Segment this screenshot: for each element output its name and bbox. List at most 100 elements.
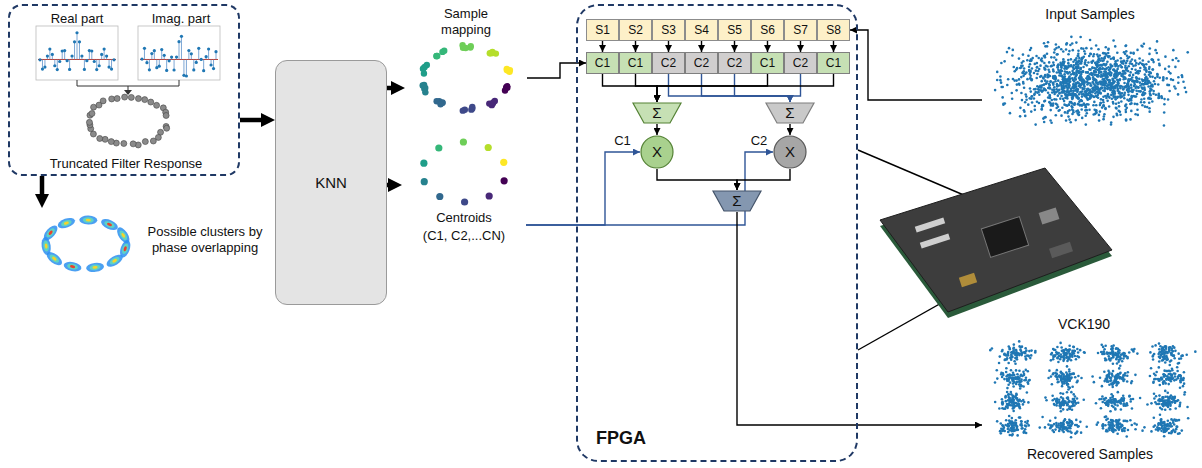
node-text: Truncated Filter Response — [24, 156, 228, 172]
node-text: S5 — [727, 23, 742, 37]
signal-wire — [800, 41, 801, 52]
cluster-register: C1 — [817, 52, 850, 74]
fpga-region: FPGAS1S2S3S4S5S6S7S8C1C1C2C2C2C1C2C1ΣΣXX… — [576, 4, 858, 462]
signal-wire — [657, 169, 737, 190]
node-text: C2 — [793, 56, 808, 70]
signal-wire — [850, 30, 982, 100]
node-text: FPGA — [596, 428, 686, 450]
signal-wire — [737, 212, 982, 425]
cluster-register: C1 — [619, 52, 652, 74]
adder-trapezoid: Σ — [712, 190, 762, 212]
node-text: Centroids — [402, 210, 526, 226]
recovered-scatter — [989, 340, 1197, 439]
cluster-register: C2 — [652, 52, 685, 74]
cluster-heatmap — [38, 212, 135, 276]
wire-label: C2 — [749, 134, 770, 149]
signal-wire — [701, 41, 702, 52]
cluster-register: C2 — [784, 52, 817, 74]
cluster-figure: Possible clusters by phase overlapping — [35, 208, 272, 280]
cluster-register: C2 — [718, 52, 751, 74]
node-text: C1 — [760, 56, 775, 70]
signal-wire — [635, 41, 636, 52]
signal-wire — [790, 74, 801, 102]
signal-wire — [526, 152, 640, 225]
node-text: Real part — [32, 11, 122, 27]
adder-trapezoid: Σ — [632, 102, 682, 124]
filter-response-scatter — [86, 94, 169, 148]
flow-arrow — [387, 183, 392, 188]
input-scatter — [994, 36, 1189, 127]
node-text: Input Samples — [982, 6, 1198, 23]
signal-wire — [656, 124, 657, 135]
merge-arrow — [77, 80, 179, 95]
node-text: Sample mapping — [421, 6, 511, 37]
mapping-figure: Sample mapping — [405, 4, 527, 118]
node-text: C2 — [727, 56, 742, 70]
board-label: VCK190 — [1058, 316, 1110, 333]
sample-mapping-scatter — [419, 42, 513, 114]
cluster-register: C1 — [751, 52, 784, 74]
node-text: S3 — [661, 23, 676, 37]
signal-wire — [669, 74, 791, 102]
node-text: Σ — [785, 104, 794, 122]
flow-arrow — [40, 176, 45, 198]
centroid-figure: Centroids (C1, C2,...CN) — [402, 134, 526, 252]
input-figure: Input Samples — [982, 4, 1198, 134]
node-text: KNN — [315, 174, 347, 192]
signal-wire — [833, 41, 834, 52]
signal-wire — [602, 41, 603, 52]
cluster-register: C1 — [586, 52, 619, 74]
stem-plot — [36, 26, 118, 80]
signal-wire — [767, 41, 768, 52]
node-text: C2 — [661, 56, 676, 70]
input-panel: Real part Imag. partTruncated Filter Resp… — [8, 4, 240, 176]
node-text: Imag. part — [140, 11, 222, 27]
signal-wire — [668, 41, 669, 52]
sample-register: S2 — [619, 19, 652, 41]
node-text: Σ — [732, 192, 741, 210]
signal-wire — [737, 169, 790, 190]
node-text: (C1, C2,...CN) — [402, 228, 526, 244]
board-picture — [880, 168, 1112, 318]
wire-label: C1 — [612, 134, 633, 149]
sample-register: S5 — [718, 19, 751, 41]
cluster-register: C2 — [685, 52, 718, 74]
flow-arrow — [387, 86, 395, 91]
signal-wire — [702, 74, 791, 102]
node-text: S7 — [793, 23, 808, 37]
node-text: X — [652, 143, 662, 161]
node-text: C1 — [826, 56, 841, 70]
node-text: S8 — [826, 23, 841, 37]
sample-register: S3 — [652, 19, 685, 41]
node-text: S1 — [595, 23, 610, 37]
node-text: X — [785, 143, 795, 161]
stem-plot — [138, 26, 220, 80]
signal-wire — [657, 74, 768, 102]
multiplier-circle: X — [640, 135, 674, 169]
signal-wire — [603, 74, 658, 102]
sample-register: S8 — [817, 19, 850, 41]
node-text: S2 — [628, 23, 643, 37]
flow-arrow — [240, 118, 265, 123]
node-text: S6 — [760, 23, 775, 37]
node-text: S4 — [694, 23, 709, 37]
node-text: C1 — [628, 56, 643, 70]
node-text: Possible clusters by phase overlapping — [141, 224, 269, 255]
node-text: C2 — [694, 56, 709, 70]
signal-wire — [735, 74, 791, 102]
sample-register: S6 — [751, 19, 784, 41]
multiplier-circle: X — [773, 135, 807, 169]
sample-register: S4 — [685, 19, 718, 41]
sample-register: S7 — [784, 19, 817, 41]
node-text: C1 — [595, 56, 610, 70]
signal-wire — [657, 74, 834, 102]
sample-register: S1 — [586, 19, 619, 41]
signal-wire — [734, 41, 735, 52]
signal-wire — [789, 124, 790, 135]
process-box: KNN — [275, 60, 387, 305]
centroid-scatter — [420, 138, 507, 205]
adder-trapezoid: Σ — [765, 102, 815, 124]
output-figure: Recovered Samples — [982, 338, 1198, 466]
